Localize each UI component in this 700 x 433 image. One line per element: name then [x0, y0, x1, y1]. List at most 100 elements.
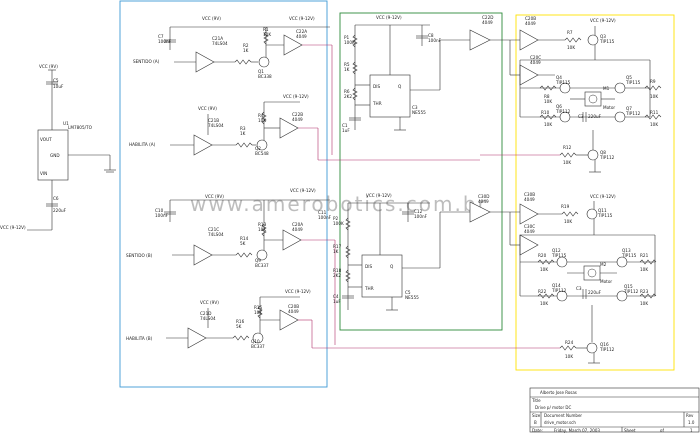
q15-part: TIP112	[623, 289, 639, 294]
r23-label: R23	[640, 289, 649, 294]
r7-value: 10K	[567, 45, 575, 50]
q14-part: TIP112	[551, 288, 567, 293]
title-block-frame	[529, 387, 700, 433]
ne555-top-pin-q: Q	[398, 84, 402, 89]
r18-label: R18	[333, 268, 342, 273]
inverter-c20b-left	[279, 309, 299, 331]
transistor-q5	[614, 82, 626, 94]
p2-value: 100K	[333, 221, 344, 226]
m2-label: Motor	[600, 279, 612, 284]
vcc-9-12v-bot: VCC (9-12V)	[285, 289, 311, 294]
sheet-of: of	[660, 428, 664, 433]
q9-ref: Q9	[255, 258, 261, 263]
q14-ref: Q14	[552, 283, 561, 288]
size-value: B	[534, 420, 537, 425]
timer-block-frame	[339, 12, 503, 331]
q13-ref: Q13	[622, 248, 631, 253]
r17-label: R17	[333, 244, 342, 249]
r10-value: 10K	[544, 122, 552, 127]
c30b-part: 4049	[524, 197, 535, 202]
c3-bot-label: C3	[576, 286, 582, 291]
hbridge-bot-vcc: VCC (9-12V)	[590, 194, 616, 199]
company-name: Alberto Jose Rosas	[540, 390, 577, 395]
r20-value: 10K	[540, 267, 548, 272]
transistor-q12	[556, 256, 568, 268]
q10-part: BC337	[251, 344, 265, 349]
p1-label: P1	[344, 35, 350, 40]
q9-part: BC337	[255, 263, 269, 268]
inverter-c21a	[195, 51, 215, 73]
motor-m1-rotor	[588, 94, 598, 104]
c22d-ref: C22D	[482, 15, 493, 20]
c22a-part: 4049	[296, 34, 307, 39]
transistor-q14	[556, 290, 568, 302]
r10-label: R10	[541, 110, 550, 115]
transistor-q1	[258, 56, 270, 68]
top-hbridge: VCC (9-12V) C20B 4049 C20C 4049 R7 10K Q…	[480, 16, 662, 173]
q11-part: TIP115	[597, 213, 613, 218]
c21c-part: 74LS04	[208, 232, 224, 237]
r15-label: R15	[254, 305, 263, 310]
p2-label: P2	[333, 216, 339, 221]
date-value: Friday, March 07, 2003	[554, 428, 600, 433]
transistor-q6	[559, 111, 571, 123]
regulator-pin-gnd: GND	[50, 153, 60, 158]
r6-label: R6	[344, 89, 350, 94]
sentido-a-label: SENTIDO (A)	[133, 59, 160, 64]
left-logic-block-frame	[119, 0, 328, 388]
inverter-c22b	[279, 117, 299, 139]
hbridge-block-frame	[515, 14, 675, 371]
c21c-ref: C21C	[208, 227, 219, 232]
r21-label: R21	[640, 253, 649, 258]
c20b-part: 4049	[525, 21, 536, 26]
r16-value: 5K	[236, 324, 242, 329]
r13-value: 10K	[258, 227, 266, 232]
r11-label: R11	[650, 110, 659, 115]
c12-value: 100nF	[414, 214, 428, 219]
c1-value: 1uF	[342, 128, 350, 133]
c8-label: C8	[428, 33, 434, 38]
r8-value: 10K	[544, 99, 552, 104]
bottom-timer: VCC (9-12V) C12 100nF P2 100K R17 1K R18…	[333, 193, 520, 311]
r2-value: 1K	[243, 48, 249, 53]
ne555-top-part: NE555	[412, 110, 426, 115]
regulator-section: VCC (9V) C5 10uF U1 LM7805/TO VOUT GND V…	[0, 64, 116, 231]
sheet-value: 1	[690, 428, 693, 433]
r20-label: R20	[538, 253, 547, 258]
q7-part: TIP112	[625, 111, 641, 116]
bottom-hbridge: VCC (9-12V) C30B 4049 C30C 4049 R19 10K …	[509, 192, 657, 364]
vcc-9v-label: VCC (9V)	[39, 64, 58, 69]
c4-label: C4	[333, 294, 339, 299]
transistor-q10	[252, 332, 264, 344]
sheet-label: Sheet	[624, 428, 636, 433]
vcc-9-12v-top: VCC (9-12V)	[289, 16, 315, 21]
r22-label: R22	[538, 289, 547, 294]
ne555-bot-ref: C5	[405, 290, 411, 295]
c30c-ref: C30C	[524, 224, 535, 229]
inverter-c30c	[519, 234, 539, 256]
sentido-b-label: SENTIDO (B)	[126, 253, 153, 258]
q6-part: TIP112	[555, 109, 571, 114]
c22b-ref: C22B	[292, 112, 303, 117]
inverter-c20b	[519, 29, 539, 51]
c21d-ref: C21D	[200, 311, 211, 316]
c10-label: C10	[155, 208, 164, 213]
vcc-9v-bot: VCC (9V)	[200, 300, 219, 305]
r8-label: R8	[544, 94, 550, 99]
c12-label: C12	[414, 209, 423, 214]
c5-value: 10uF	[53, 84, 64, 89]
q11-ref: Q11	[598, 208, 607, 213]
title-block: Alberto Jose Rosas Title Drive p/ motor …	[529, 387, 700, 433]
r3-label: R3	[240, 126, 246, 131]
transistor-q9	[256, 249, 268, 261]
transistor-q2	[256, 139, 268, 151]
c21b-ref: C21B	[208, 118, 219, 123]
ne555-bot-part: NE555	[405, 295, 419, 300]
q15-ref: Q15	[624, 284, 633, 289]
ne555-top-ref: C3	[412, 105, 418, 110]
r24-value: 10K	[565, 354, 573, 359]
q12-part: TIP115	[551, 253, 567, 258]
c11-value: 100nF	[318, 215, 332, 220]
c21b-part: 74LS04	[208, 123, 224, 128]
q16-ref: Q16	[600, 342, 609, 347]
